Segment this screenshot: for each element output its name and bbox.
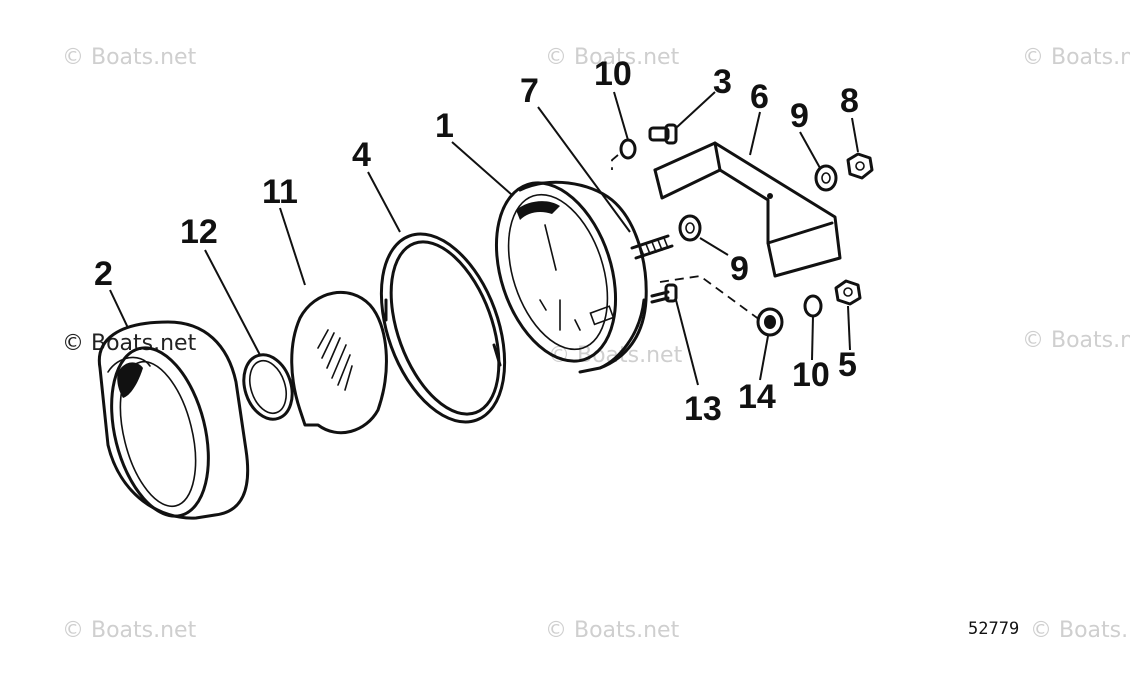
callout-2: 2 xyxy=(94,255,113,293)
watermark: © Boats.net xyxy=(545,45,680,70)
watermark: © Boats.net xyxy=(1022,45,1130,70)
callout-11: 11 xyxy=(262,173,298,211)
callout-13: 13 xyxy=(684,390,722,428)
lock-washer-part-9-lower xyxy=(678,214,702,242)
washer-part-10-upper xyxy=(619,138,637,160)
callout-6: 6 xyxy=(750,78,769,116)
callout-10-lower: 10 xyxy=(792,356,830,394)
gasket-ring-part-12 xyxy=(242,353,294,421)
watermark: © Boats.net xyxy=(545,618,680,643)
callout-9-lower: 9 xyxy=(730,250,749,288)
callout-1: 1 xyxy=(435,107,454,145)
watermark: © Boats.net xyxy=(62,45,197,70)
lens-part-11 xyxy=(290,290,388,435)
nut-part-14 xyxy=(756,307,784,337)
screw-part-13 xyxy=(650,283,678,304)
callout-7: 7 xyxy=(520,72,539,110)
watermark: © Boats.net xyxy=(548,343,683,368)
callout-3: 3 xyxy=(713,63,732,101)
washer-part-10-lower xyxy=(803,294,823,318)
callout-14: 14 xyxy=(738,378,776,416)
callout-9-upper: 9 xyxy=(790,97,809,135)
leader-lines xyxy=(109,91,859,386)
callout-4: 4 xyxy=(352,136,371,174)
callout-12: 12 xyxy=(180,213,218,251)
watermark: © Boats.net xyxy=(62,618,197,643)
callout-8: 8 xyxy=(840,82,859,120)
watermark: © Boats.net xyxy=(1022,328,1130,353)
callout-5: 5 xyxy=(838,346,857,384)
callout-10-upper: 10 xyxy=(594,55,632,93)
gauge-body-part-1 xyxy=(494,180,648,374)
bracket-part-6 xyxy=(653,141,842,278)
bezel-part-2 xyxy=(97,320,250,520)
stud xyxy=(630,234,674,260)
lock-washer-part-9-upper xyxy=(814,164,838,192)
nut-part-5 xyxy=(834,279,862,306)
nut-part-8 xyxy=(846,152,874,180)
retaining-ring-part-4 xyxy=(379,232,507,424)
screw-part-3 xyxy=(648,123,678,145)
watermark: © Boats.net xyxy=(1030,618,1130,643)
figure-number: 52779 xyxy=(968,619,1019,639)
